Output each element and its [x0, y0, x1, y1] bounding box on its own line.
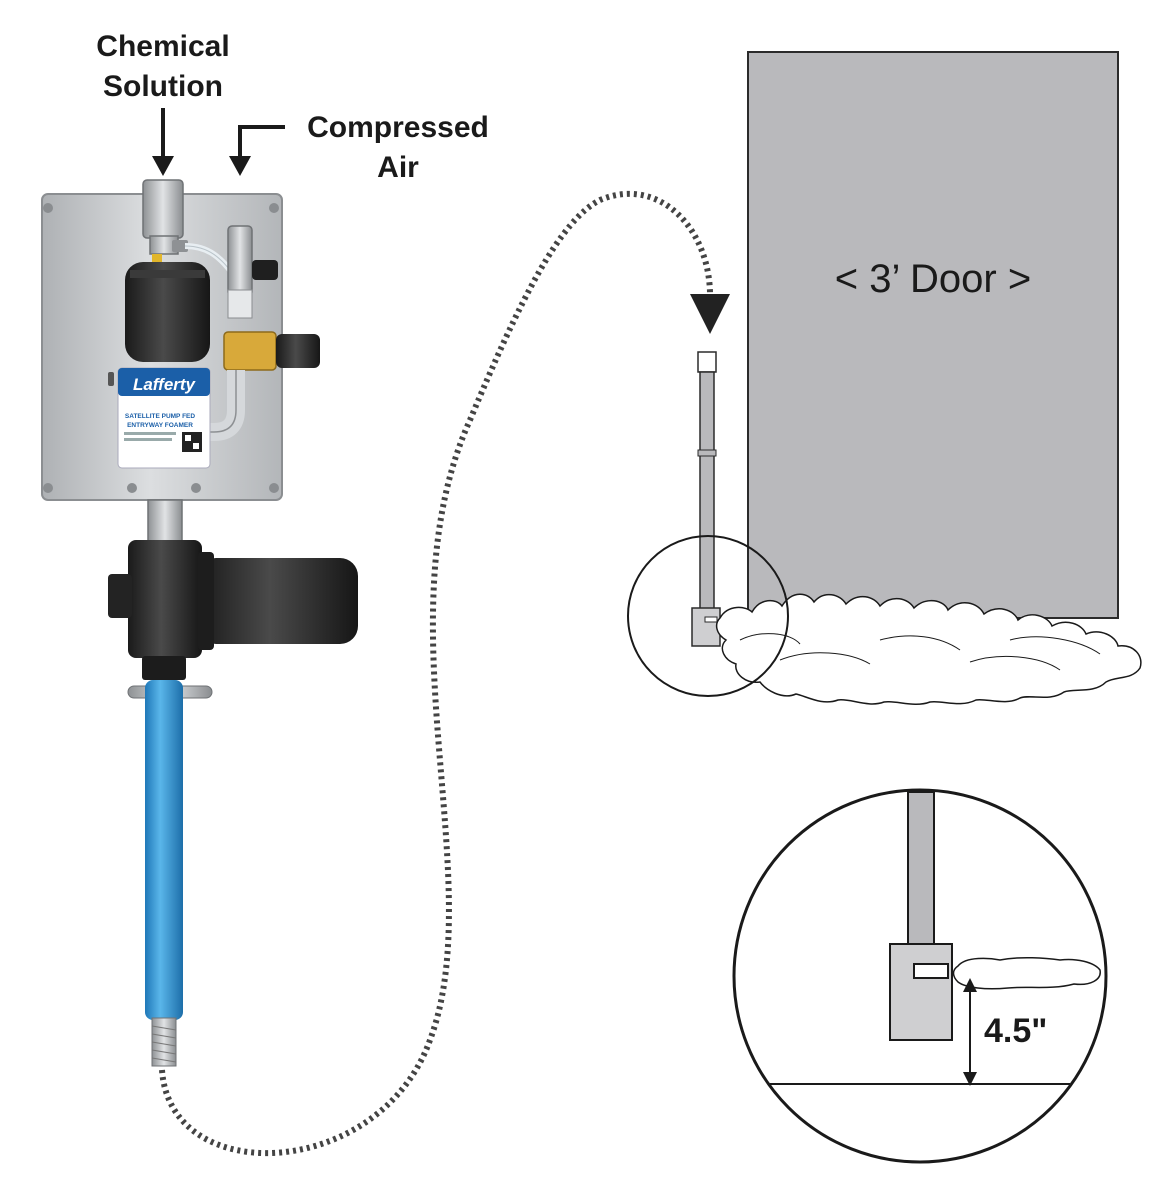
foam-cloud — [715, 593, 1142, 705]
chemical-inlet-fitting — [142, 179, 184, 239]
chemical-solution-label-line1: Chemical — [96, 30, 229, 63]
outlet-pipe — [147, 499, 183, 543]
zoom-nozzle-box — [889, 943, 953, 1041]
brass-valve — [152, 254, 162, 268]
zoom-nozzle-slot — [913, 963, 949, 979]
air-regulator — [223, 331, 277, 371]
regulator-knob — [276, 334, 320, 368]
foam-nozzle-housing — [198, 558, 358, 644]
compressed-air-arrow — [229, 125, 285, 176]
door-panel — [747, 51, 1119, 619]
zoom-mount-pole — [907, 791, 935, 945]
foam-supply-line — [159, 191, 714, 1157]
compressed-air-label-line1: Compressed — [307, 111, 489, 144]
chemical-arrow — [152, 108, 174, 176]
detail-callout-circle — [627, 535, 789, 697]
foam-chamber — [128, 540, 202, 658]
nozzle-mount-small — [691, 351, 721, 647]
door-width-label: < 3’ Door > — [835, 257, 1031, 301]
air-inlet-fitting — [227, 225, 253, 297]
threaded-outlet — [151, 1017, 177, 1067]
supply-line-arrowhead — [690, 294, 730, 334]
brand-name: Lafferty — [133, 375, 197, 394]
zoom-detail: 4.5" — [732, 788, 1108, 1164]
compressed-air-label-line2: Air — [377, 151, 419, 184]
pump-canister — [125, 262, 210, 362]
zoom-foam — [952, 956, 1101, 990]
blue-hose — [145, 680, 183, 1020]
height-dimension-label: 4.5" — [984, 1012, 1047, 1050]
product-title-line1: SATELLITE PUMP FED — [125, 413, 195, 420]
product-title-line2: ENTRYWAY FOAMER — [127, 422, 193, 429]
foamer-unit: Lafferty SATELLITE PUMP FED ENTRYWAY FOA… — [41, 179, 358, 1067]
chemical-solution-label-line2: Solution — [103, 70, 223, 103]
